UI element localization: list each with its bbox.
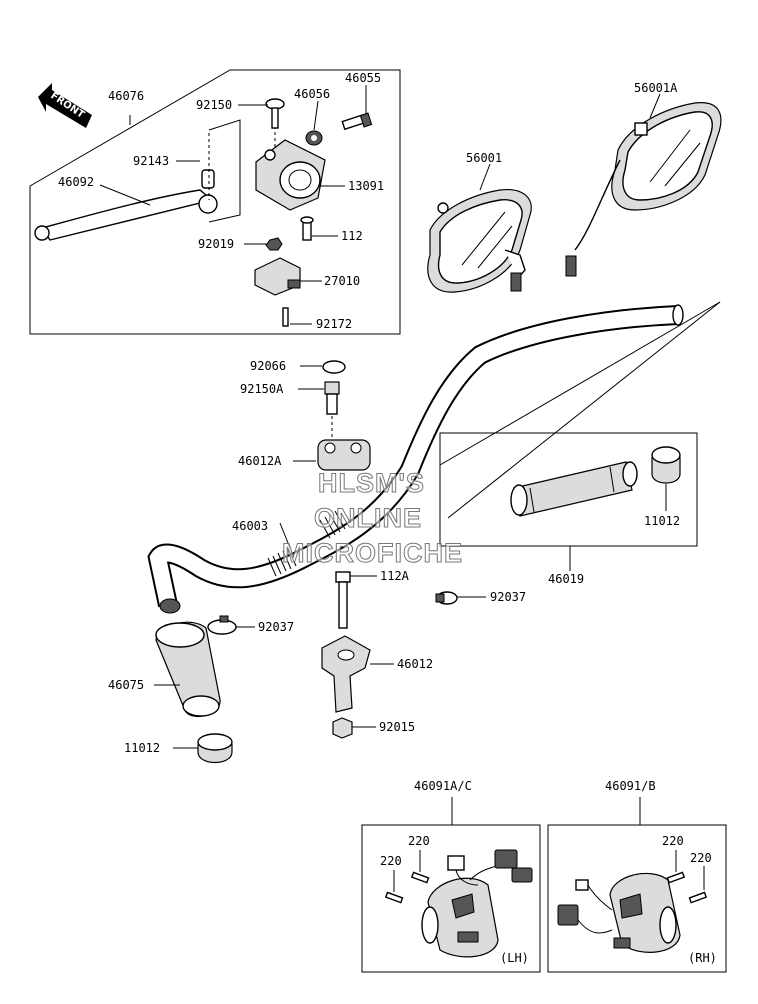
label-46076: 46076 <box>108 89 144 103</box>
label-46012A: 46012A <box>238 454 282 468</box>
label-46055: 46055 <box>345 71 381 85</box>
label-46092: 46092 <box>58 175 94 189</box>
label-92150A: 92150A <box>240 382 284 396</box>
label-13091: 13091 <box>348 179 384 193</box>
label-220-b: 220 <box>380 854 402 868</box>
front-arrow-icon: FRONT <box>38 83 92 128</box>
lever-holder-13091 <box>255 139 326 211</box>
label-rh: (RH) <box>688 951 717 965</box>
bolt-92150 <box>265 98 285 129</box>
label-220-d: 220 <box>690 851 712 865</box>
handlebar-46003 <box>147 304 684 614</box>
screws-220-lh <box>384 871 430 904</box>
label-92143: 92143 <box>133 154 169 168</box>
label-92037-left: 92037 <box>258 620 294 634</box>
left-switch-box <box>361 824 541 973</box>
label-27010: 27010 <box>324 274 360 288</box>
label-92037-right: 92037 <box>490 590 526 604</box>
throttle-grip-46019 <box>510 461 638 517</box>
label-112A: 112A <box>380 569 410 583</box>
label-92172: 92172 <box>316 317 352 331</box>
screws-220-rh <box>666 871 708 904</box>
bolt-112 <box>300 216 314 241</box>
throttle-box <box>439 432 698 547</box>
label-46003: 46003 <box>232 519 268 533</box>
label-92150: 92150 <box>196 98 232 112</box>
label-92066: 92066 <box>250 359 286 373</box>
label-46012: 46012 <box>397 657 433 671</box>
label-11012-right: 11012 <box>644 514 680 528</box>
bolt-112A <box>335 571 351 629</box>
upper-clamp-46012A <box>317 439 371 471</box>
label-220-a: 220 <box>408 834 430 848</box>
bolt-92150A <box>324 381 340 415</box>
nut-92019 <box>265 237 283 251</box>
watermark-line-1: HLSM'S <box>318 468 425 498</box>
label-92015: 92015 <box>379 720 415 734</box>
cap-92066 <box>322 360 346 374</box>
label-46056: 46056 <box>294 87 330 101</box>
screw-92172 <box>282 307 289 327</box>
switch-housing-rh <box>557 872 681 953</box>
right-switch-box <box>547 824 727 973</box>
grip-46075 <box>155 621 221 717</box>
label-46091B: 46091/B <box>605 779 656 793</box>
watermark-line-3: MICROFICHE <box>282 538 463 568</box>
label-56001A: 56001A <box>634 81 678 95</box>
label-46091AC: 46091A/C <box>414 779 472 793</box>
band-92037-right <box>435 591 458 605</box>
end-cap-11012-right <box>651 446 681 484</box>
screw-46055 <box>341 112 373 131</box>
mirror-56001 <box>427 188 532 293</box>
lever-assembly-box <box>29 69 401 335</box>
band-92037-left <box>207 615 237 635</box>
label-92019: 92019 <box>198 237 234 251</box>
watermark-line-2: ONLINE <box>314 503 422 533</box>
mirror-56001A <box>565 102 722 277</box>
label-220-c: 220 <box>662 834 684 848</box>
end-cap-11012-left <box>197 733 233 764</box>
label-11012-left: 11012 <box>124 741 160 755</box>
label-112: 112 <box>341 229 363 243</box>
clutch-lever <box>34 169 218 241</box>
switch-housing-lh <box>421 849 533 958</box>
washer-46056 <box>305 130 323 146</box>
label-lh: (LH) <box>500 951 529 965</box>
switch-27010 <box>254 257 301 296</box>
label-46019: 46019 <box>548 572 584 586</box>
label-56001: 56001 <box>466 151 502 165</box>
lower-clamp-46012 <box>321 635 371 713</box>
nut-92015 <box>332 717 353 739</box>
label-46075: 46075 <box>108 678 144 692</box>
